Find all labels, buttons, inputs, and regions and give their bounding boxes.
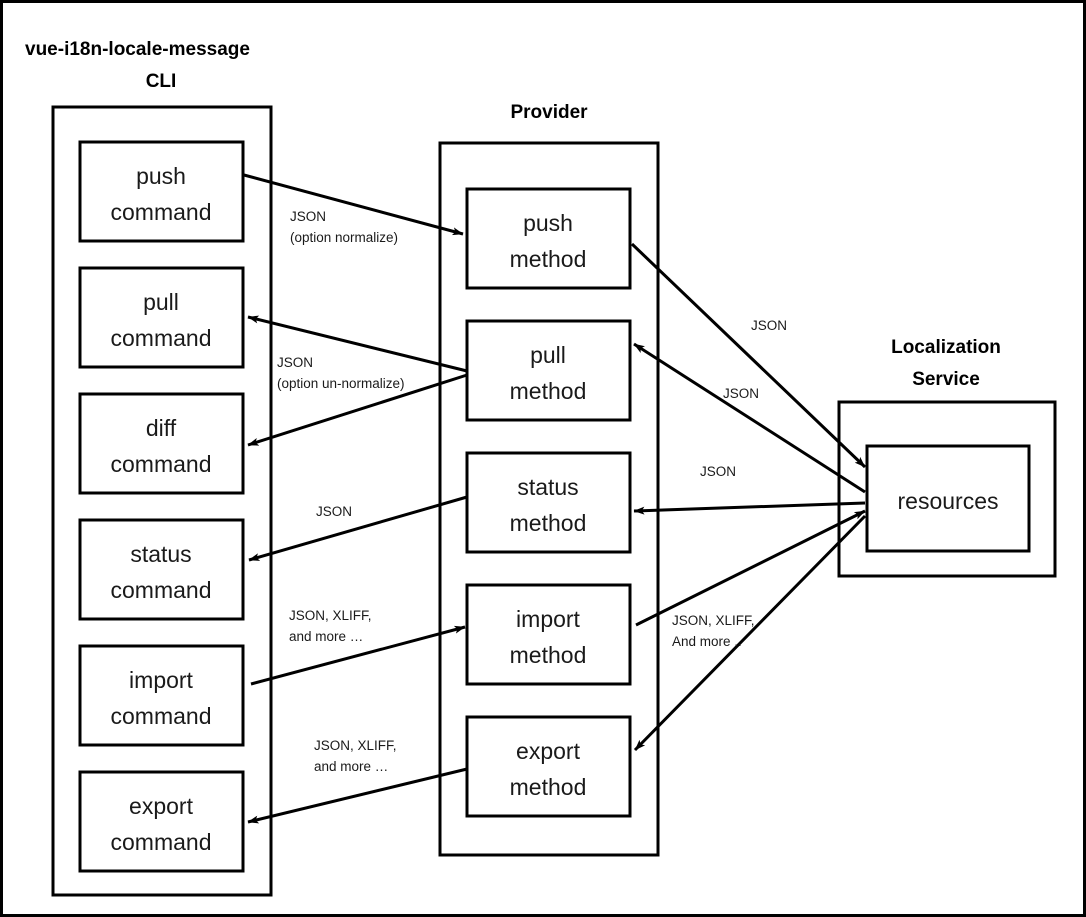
- import-command-label-line1: import: [129, 667, 194, 693]
- edge-push-method-to-resources: [630, 242, 867, 469]
- pull-method-box[interactable]: [465, 319, 632, 422]
- node-export-method[interactable]: export method: [465, 715, 632, 818]
- edge-label-pull-line2: (option un-normalize): [277, 376, 405, 391]
- pull-command-label-line2: command: [111, 325, 212, 351]
- edge-status-method-to-status-command: [248, 495, 468, 562]
- status-method-box[interactable]: [465, 451, 632, 554]
- edge-label-import-line1: JSON, XLIFF,: [289, 608, 372, 623]
- node-pull-method[interactable]: pull method: [465, 319, 632, 422]
- node-pull-command[interactable]: pull command: [78, 266, 245, 369]
- localization-service-title-line1: Localization: [891, 337, 1001, 358]
- pull-method-label-line1: pull: [530, 342, 566, 368]
- export-command-label-line2: command: [111, 829, 212, 855]
- provider-group-title: Provider: [510, 102, 588, 123]
- status-command-box[interactable]: [78, 518, 245, 621]
- status-method-label-line1: status: [517, 474, 578, 500]
- node-resources[interactable]: resources: [865, 444, 1031, 553]
- node-export-command[interactable]: export command: [78, 770, 245, 873]
- cli-group-title-line2: CLI: [146, 71, 177, 92]
- push-command-label-line2: command: [111, 199, 212, 225]
- export-command-box[interactable]: [78, 770, 245, 873]
- cli-group-title-line1: vue-i18n-locale-message: [25, 39, 250, 60]
- export-command-label-line1: export: [129, 793, 194, 819]
- node-status-method[interactable]: status method: [465, 451, 632, 554]
- diff-command-label-line1: diff: [146, 415, 177, 441]
- edge-label-push-line2: (option normalize): [290, 230, 398, 245]
- node-push-method[interactable]: push method: [465, 187, 632, 290]
- edge-label-export-line2: and more …: [314, 759, 388, 774]
- push-method-label-line2: method: [510, 246, 587, 272]
- edge-label-push-line1: JSON: [290, 209, 326, 224]
- pull-command-box[interactable]: [78, 266, 245, 369]
- status-command-label-line2: command: [111, 577, 212, 603]
- node-import-command[interactable]: import command: [78, 644, 245, 747]
- edge-label-import-to-resources-line1: JSON, XLIFF,: [672, 613, 755, 628]
- pull-method-label-line2: method: [510, 378, 587, 404]
- node-diff-command[interactable]: diff command: [78, 392, 245, 495]
- export-method-box[interactable]: [465, 715, 632, 818]
- edge-label-resources-to-pull: JSON: [723, 386, 759, 401]
- pull-command-label-line1: pull: [143, 289, 179, 315]
- diff-command-box[interactable]: [78, 392, 245, 495]
- edge-label-import-line2: and more …: [289, 629, 363, 644]
- node-import-method[interactable]: import method: [465, 583, 632, 686]
- push-command-box[interactable]: [78, 140, 245, 243]
- diff-command-label-line2: command: [111, 451, 212, 477]
- resources-box[interactable]: [865, 444, 1031, 553]
- edge-label-pull-line1: JSON: [277, 355, 313, 370]
- push-command-label-line1: push: [136, 163, 186, 189]
- edge-import-method-to-resources: [635, 509, 866, 627]
- export-method-label-line2: method: [510, 774, 587, 800]
- edge-resources-to-status-method: [633, 501, 866, 515]
- edge-label-status-line1: JSON: [316, 504, 352, 519]
- edge-import-command-to-import-method: [250, 625, 466, 686]
- node-status-command[interactable]: status command: [78, 518, 245, 621]
- import-method-box[interactable]: [465, 583, 632, 686]
- localization-service-title-line2: Service: [912, 369, 980, 390]
- edge-push-command-to-push-method: [243, 173, 464, 236]
- edge-pull-method-to-pull-command: [247, 315, 468, 373]
- import-method-label-line2: method: [510, 642, 587, 668]
- export-method-label-line1: export: [516, 738, 581, 764]
- edges-layer: [243, 173, 867, 824]
- node-push-command[interactable]: push command: [78, 140, 245, 243]
- edge-label-resources-to-status: JSON: [700, 464, 736, 479]
- import-command-box[interactable]: [78, 644, 245, 747]
- edge-label-import-to-resources-line2: And more ..: [672, 634, 742, 649]
- edge-export-method-to-export-command: [247, 767, 468, 824]
- edge-label-push-to-resources: JSON: [751, 318, 787, 333]
- resources-label: resources: [898, 488, 999, 514]
- push-method-label-line1: push: [523, 210, 573, 236]
- edge-resources-to-export-method: [633, 514, 867, 752]
- push-method-box[interactable]: [465, 187, 632, 290]
- edge-resources-to-pull-method: [633, 342, 866, 494]
- edge-pull-method-to-diff-command: [247, 373, 468, 447]
- import-method-label-line1: import: [516, 606, 581, 632]
- edge-labels-layer: JSON (option normalize) JSON (option un-…: [277, 209, 787, 774]
- edge-label-export-line1: JSON, XLIFF,: [314, 738, 397, 753]
- status-command-label-line1: status: [130, 541, 191, 567]
- import-command-label-line2: command: [111, 703, 212, 729]
- status-method-label-line2: method: [510, 510, 587, 536]
